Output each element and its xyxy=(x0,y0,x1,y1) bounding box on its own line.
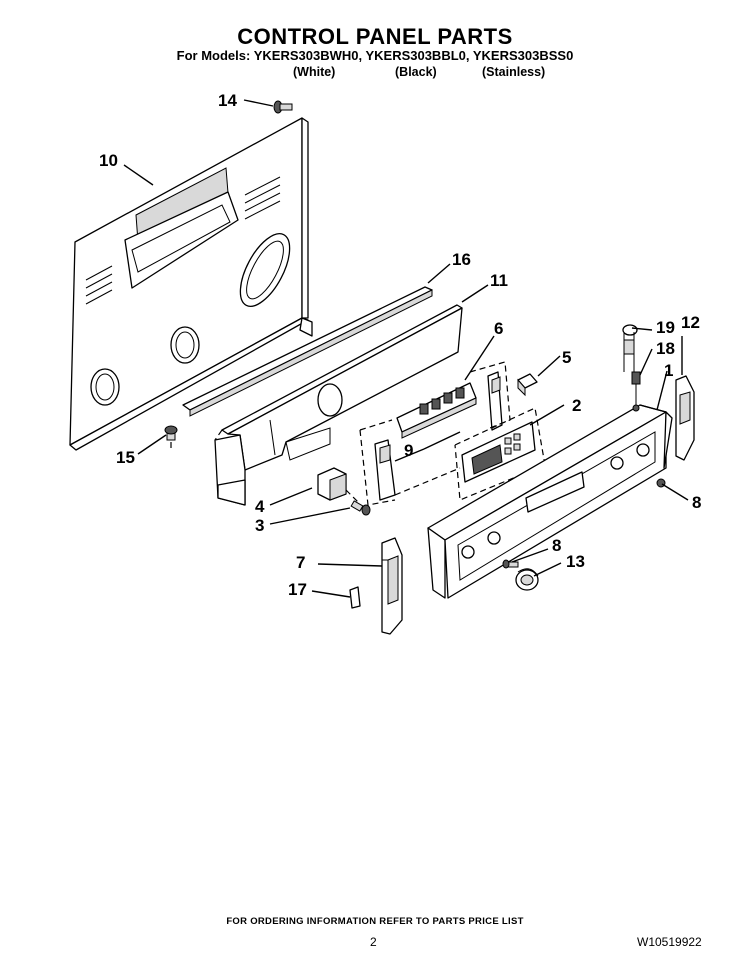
dashed-assembly-outlines xyxy=(214,361,546,506)
callout-9: 9 xyxy=(404,441,413,460)
trim-strip-part-16 xyxy=(182,286,433,417)
louvers-right xyxy=(244,176,281,220)
ordering-note: FOR ORDERING INFORMATION REFER TO PARTS … xyxy=(226,916,524,927)
switch-part-19 xyxy=(622,324,638,378)
screw-part-8-lower xyxy=(502,559,519,569)
display-board-part-2 xyxy=(461,421,536,483)
clip-part-5 xyxy=(517,373,538,397)
louvers-left xyxy=(85,265,113,305)
callout-11: 11 xyxy=(490,271,508,290)
callout-10: 10 xyxy=(99,151,118,170)
screw-part-14 xyxy=(273,100,293,114)
callout-4: 4 xyxy=(255,497,265,516)
bracket-part-9-right xyxy=(487,371,503,431)
models-line: For Models: YKERS303BWH0, YKERS303BBL0, … xyxy=(176,48,574,63)
screw-part-3 xyxy=(350,500,371,516)
control-box-part-11 xyxy=(214,304,463,506)
knob-part-13 xyxy=(515,568,539,591)
callout-8-right: 8 xyxy=(692,493,701,512)
callout-1: 1 xyxy=(664,361,673,380)
console-part-1 xyxy=(427,404,673,599)
callout-16: 16 xyxy=(452,250,471,269)
document-number: W10519922 xyxy=(637,935,702,949)
callout-13: 13 xyxy=(566,552,585,571)
variant-stainless-label: (Stainless) xyxy=(482,65,546,79)
callout-5: 5 xyxy=(562,348,571,367)
clip-part-17 xyxy=(349,586,361,609)
callout-6: 6 xyxy=(494,319,503,338)
callout-19: 19 xyxy=(656,318,675,337)
side-bracket-part-12 xyxy=(675,375,695,461)
callout-3: 3 xyxy=(255,516,264,535)
bracket-part-9-left xyxy=(374,439,396,501)
callout-2: 2 xyxy=(572,396,581,415)
rear-panel-part-10 xyxy=(69,117,313,451)
variant-black-label: (Black) xyxy=(395,65,437,79)
callout-numbers: 14 10 16 11 6 5 2 9 15 4 3 19 18 12 1 8 … xyxy=(99,91,701,599)
end-bracket-part-7 xyxy=(381,537,403,635)
callout-17: 17 xyxy=(288,580,307,599)
clock-board-part-6 xyxy=(396,382,477,439)
callout-18: 18 xyxy=(656,339,675,358)
switch-part-4 xyxy=(317,467,361,505)
callout-8-lower: 8 xyxy=(552,536,561,555)
variant-white-label: (White) xyxy=(293,65,336,79)
page-title: CONTROL PANEL PARTS xyxy=(237,24,513,49)
callout-14: 14 xyxy=(218,91,237,110)
leader-lines xyxy=(123,99,689,598)
callout-12: 12 xyxy=(681,313,700,332)
page-number: 2 xyxy=(370,935,377,949)
screw-part-15 xyxy=(164,425,178,452)
callout-7: 7 xyxy=(296,553,305,572)
switch-part-18 xyxy=(631,371,641,412)
callout-15: 15 xyxy=(116,448,135,467)
